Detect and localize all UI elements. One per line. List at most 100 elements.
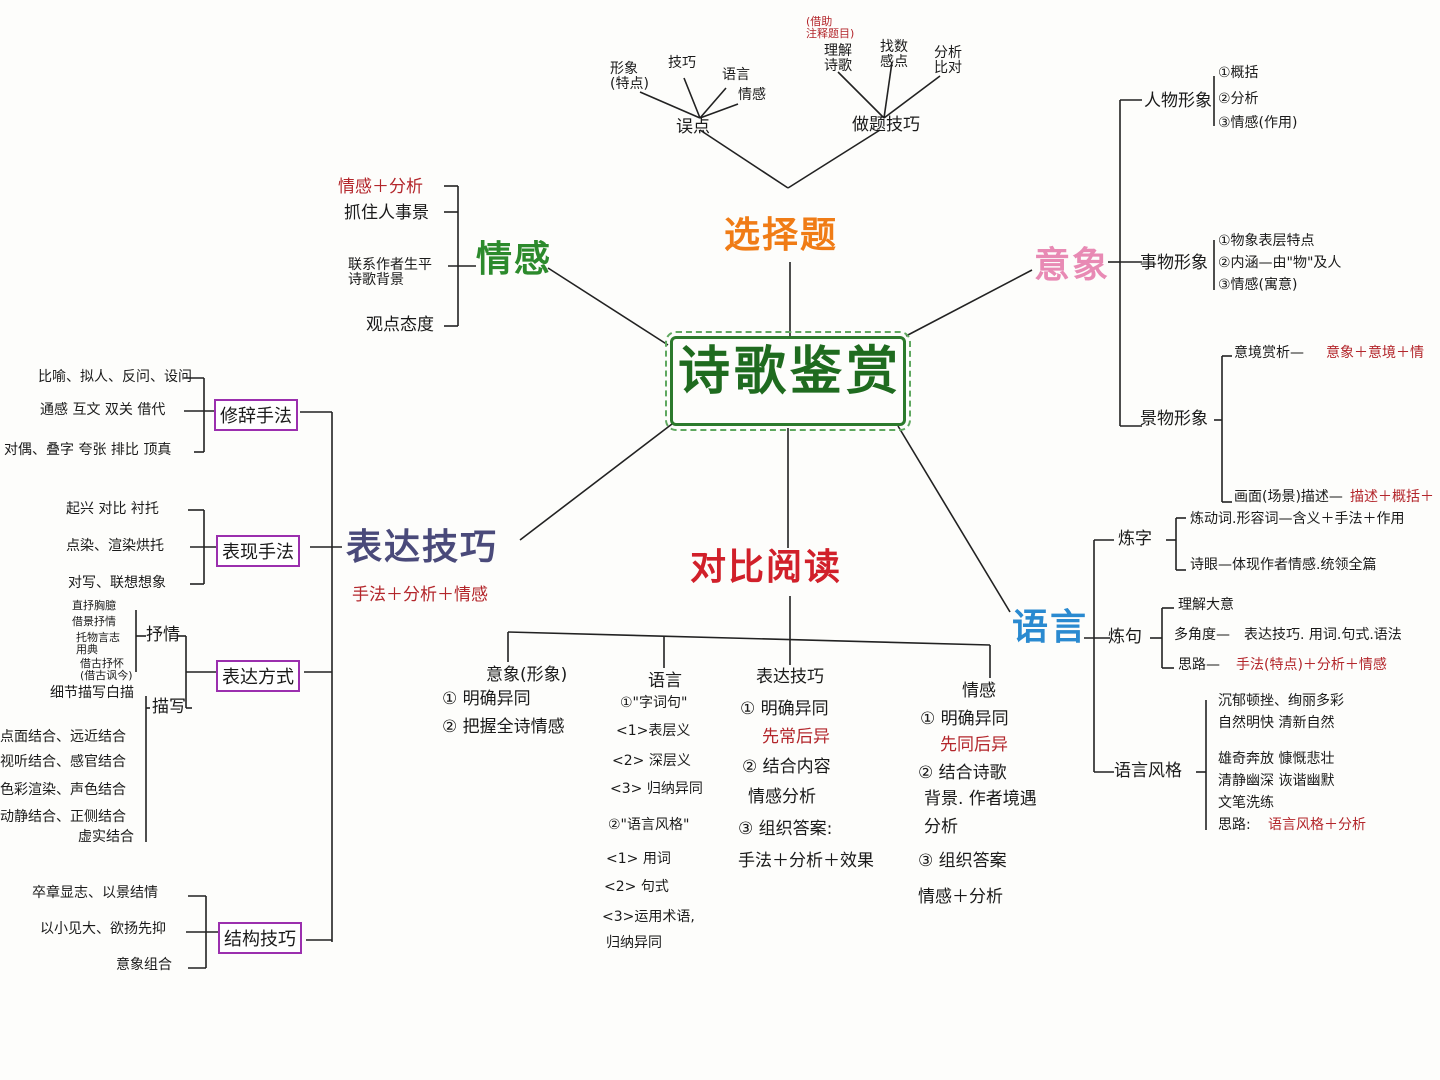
- language-sentence-thought-formula: 手法(特点)＋分析＋情感: [1236, 657, 1387, 673]
- contrast-col1-item-2: ② 把握全诗情感: [442, 717, 565, 737]
- imagery-thing-label: 事物形象: [1140, 253, 1208, 273]
- language-word-item-2: 诗眼—体现作者情感.统领全篇: [1190, 557, 1377, 573]
- contrast-col2-item-8: <3>运用术语,: [602, 909, 695, 925]
- structure-item-3: 意象组合: [116, 957, 172, 973]
- express-rhetoric-box: 修辞手法: [214, 399, 298, 431]
- method-desc-item-3: 视听结合、感官结合: [0, 754, 126, 770]
- contrast-col2-item-9: 归纳异同: [606, 935, 662, 951]
- contrast-col3-item-6: 手法＋分析＋效果: [738, 851, 874, 871]
- imagery-thing-item-3: ③情感(寓意): [1218, 277, 1298, 293]
- method-desc-item-5: 动静结合、正侧结合: [0, 809, 126, 825]
- choice-error-emotion: 情感: [738, 87, 766, 103]
- language-style-label: 语言风格: [1114, 761, 1182, 781]
- center-node-box: [665, 331, 911, 431]
- language-style-thought: 思路:: [1218, 817, 1251, 833]
- choice-error-image: 形象 (特点): [610, 61, 649, 93]
- performance-item-2: 点染、渲染烘托: [66, 538, 164, 554]
- contrast-col3-item-1: ① 明确异同: [740, 699, 829, 719]
- emotion-item-scene: 抓住人事景: [344, 203, 429, 223]
- method-desc-item-2: 点面结合、远近结合: [0, 729, 126, 745]
- emotion-title: 情感: [476, 239, 553, 280]
- emotion-item-background: 联系作者生平 诗歌背景: [348, 257, 432, 289]
- imagery-person-item-2: ②分析: [1218, 91, 1259, 107]
- language-sentence-angle: 多角度—: [1174, 627, 1230, 643]
- emotion-item-attitude: 观点态度: [366, 315, 434, 335]
- structure-item-1: 卒章显志、以景结情: [32, 885, 158, 901]
- imagery-scene-picture-formula: 描述＋概括＋: [1350, 489, 1434, 505]
- contrast-col4-item-7: 情感＋分析: [918, 887, 1003, 907]
- contrast-col3-head: 表达技巧: [756, 667, 824, 687]
- structure-item-2: 以小见大、欲扬先抑: [40, 921, 166, 937]
- language-style-item-5: 文笔洗练: [1218, 795, 1274, 811]
- performance-item-3: 对写、联想想象: [68, 575, 166, 591]
- choice-tip-find: 找数 感点: [880, 39, 908, 71]
- language-word-label: 炼字: [1118, 529, 1152, 549]
- rhetoric-item-1: 比喻、拟人、反问、设问: [38, 369, 192, 385]
- language-style-item-4: 清静幽深 诙谐幽默: [1218, 773, 1335, 789]
- language-style-thought-formula: 语言风格＋分析: [1268, 817, 1366, 833]
- imagery-person-item-1: ①概括: [1218, 65, 1259, 81]
- rhetoric-item-3: 对偶、叠字 夸张 排比 顶真: [4, 442, 172, 458]
- choice-tip-compare: 分析 比对: [934, 45, 962, 77]
- contrast-col4-item-1: ① 明确异同: [920, 709, 1009, 729]
- contrast-col4-item-2: 先同后异: [940, 735, 1008, 755]
- method-desc-label: 描写: [152, 697, 186, 717]
- choice-errors-label: 误点: [676, 117, 710, 137]
- contrast-col2-item-5: ②"语言风格": [608, 817, 690, 833]
- method-desc-item-4: 色彩渲染、声色结合: [0, 782, 126, 798]
- contrast-col2-item-1: ①"字词句": [620, 695, 688, 711]
- contrast-col3-item-3: ② 结合内容: [742, 757, 831, 777]
- language-style-item-3: 雄奇奔放 慷慨悲壮: [1218, 751, 1335, 767]
- method-desc-item-6: 虚实结合: [78, 829, 134, 845]
- method-desc-item-1: 细节描写白描: [50, 685, 134, 701]
- method-lyric-label: 抒情: [146, 625, 180, 645]
- emotion-item-formula: 情感＋分析: [338, 177, 423, 197]
- contrast-col1-item-1: ① 明确异同: [442, 689, 531, 709]
- contrast-col1-head: 意象(形象): [486, 665, 568, 685]
- choice-tip-understand: 理解 诗歌: [824, 43, 852, 75]
- contrast-col2-item-6: <1> 用词: [606, 851, 671, 867]
- language-style-item-1: 沉郁顿挫、绚丽多彩: [1218, 693, 1344, 709]
- express-title: 表达技巧: [346, 527, 499, 568]
- contrast-col3-item-5: ③ 组织答案:: [738, 819, 833, 839]
- imagery-person-label: 人物形象: [1144, 91, 1212, 111]
- language-sentence-label: 炼句: [1108, 627, 1142, 647]
- language-sentence-meaning: 理解大意: [1178, 597, 1234, 613]
- choice-tips-label: 做题技巧: [852, 115, 920, 135]
- method-lyric-item-3: 托物言志 用典: [76, 631, 120, 656]
- choice-title: 选择题: [724, 215, 839, 256]
- express-formula: 手法＋分析＋情感: [352, 585, 488, 605]
- center-title: 诗歌鉴赏: [678, 342, 903, 402]
- contrast-col4-head: 情感: [962, 681, 996, 701]
- performance-item-1: 起兴 对比 衬托: [66, 501, 159, 517]
- choice-tip-notes: (借助 注释题目): [806, 15, 855, 40]
- imagery-thing-item-1: ①物象表层特点: [1218, 233, 1315, 249]
- language-title: 语言: [1012, 607, 1089, 648]
- rhetoric-item-2: 通感 互文 双关 借代: [40, 402, 166, 418]
- language-sentence-thought: 思路—: [1178, 657, 1220, 673]
- method-lyric-item-1: 直抒胸臆: [72, 599, 116, 612]
- contrast-col3-item-2: 先常后异: [762, 727, 830, 747]
- express-performance-box: 表现手法: [216, 535, 300, 567]
- imagery-scene-artistic: 意境赏析—: [1234, 345, 1304, 361]
- express-structure-box: 结构技巧: [218, 922, 302, 954]
- contrast-col2-item-3: <2> 深层义: [612, 753, 691, 769]
- contrast-col2-item-4: <3> 归纳异同: [610, 781, 703, 797]
- contrast-col4-item-6: ③ 组织答案: [918, 851, 1007, 871]
- imagery-scene-artistic-formula: 意象＋意境＋情: [1326, 345, 1424, 361]
- contrast-col2-item-7: <2> 句式: [604, 879, 669, 895]
- contrast-col4-item-4: 背景. 作者境遇: [924, 789, 1037, 809]
- contrast-col3-item-4: 情感分析: [748, 787, 816, 807]
- imagery-scene-label: 景物形象: [1140, 409, 1208, 429]
- express-method-box: 表达方式: [216, 660, 300, 692]
- contrast-title: 对比阅读: [690, 547, 843, 588]
- imagery-person-item-3: ③情感(作用): [1218, 115, 1298, 131]
- method-lyric-item-4: 借古抒怀 (借古讽今): [80, 657, 133, 682]
- imagery-scene-picture: 画面(场景)描述—: [1234, 489, 1343, 505]
- contrast-col4-item-3: ② 结合诗歌: [918, 763, 1007, 783]
- contrast-col2-head: 语言: [648, 671, 682, 691]
- choice-error-skill: 技巧: [668, 55, 696, 71]
- choice-error-language: 语言: [722, 67, 750, 83]
- language-sentence-angle-detail: 表达技巧. 用词.句式.语法: [1244, 627, 1402, 643]
